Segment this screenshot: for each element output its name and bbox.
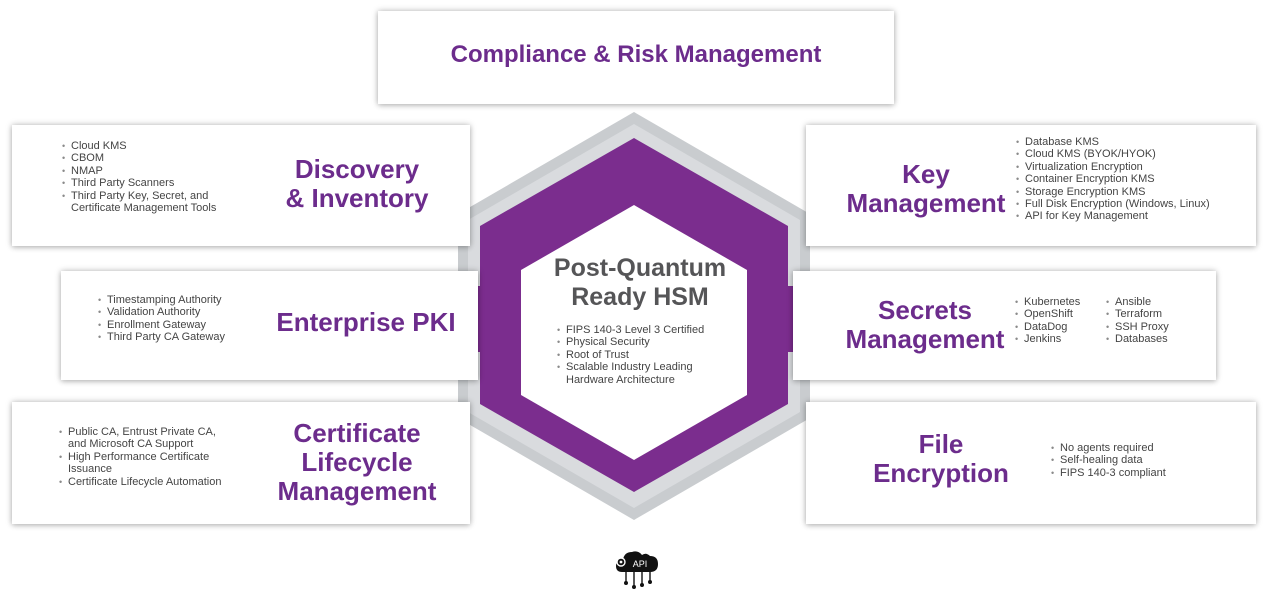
list-item: API for Key Management: [1016, 210, 1210, 223]
list-item: Terraform: [1106, 308, 1169, 321]
list-item: Third Party CA Gateway: [98, 331, 225, 344]
list-item: Virtualization Encryption: [1016, 161, 1210, 174]
list-item: Jenkins: [1015, 333, 1080, 346]
enterprise-pki-title: Enterprise PKI: [276, 307, 456, 337]
enterprise-pki-panel: Timestamping Authority Validation Author…: [61, 271, 478, 380]
list-item: Kubernetes: [1015, 296, 1080, 309]
secrets-panel: Secrets Management Kubernetes OpenShift …: [793, 271, 1216, 380]
certificate-panel: Public CA, Entrust Private CA, and Micro…: [12, 402, 470, 524]
compliance-panel: Compliance & Risk Management: [378, 11, 894, 104]
list-item: Scalable Industry Leading Hardware Archi…: [557, 361, 704, 386]
list-item: Public CA, Entrust Private CA, and Micro…: [59, 426, 221, 451]
key-management-panel: Key Management Database KMS Cloud KMS (B…: [806, 125, 1256, 246]
list-item: FIPS 140-3 compliant: [1051, 467, 1166, 480]
list-item: High Performance Certificate Issuance: [59, 451, 221, 476]
list-item: Self-healing data: [1051, 454, 1166, 467]
list-item: Certificate Lifecycle Automation: [59, 476, 221, 489]
list-item: SSH Proxy: [1106, 321, 1169, 334]
certificate-list: Public CA, Entrust Private CA, and Micro…: [59, 426, 221, 488]
certificate-title: Certificate Lifecycle Management: [277, 418, 437, 507]
list-item: Physical Security: [557, 336, 704, 349]
file-encryption-list: No agents required Self-healing data FIP…: [1051, 442, 1166, 480]
list-item: Timestamping Authority: [98, 294, 225, 307]
list-item: Databases: [1106, 333, 1169, 346]
list-item: Cloud KMS (BYOK/HYOK): [1016, 148, 1210, 161]
list-item: CBOM: [62, 152, 216, 165]
center-list: FIPS 140-3 Level 3 Certified Physical Se…: [557, 324, 704, 386]
discovery-title: Discovery & Inventory: [285, 154, 429, 214]
list-item: Ansible: [1106, 296, 1169, 309]
center-title: Post-Quantum Ready HSM: [553, 254, 727, 311]
file-encryption-panel: File Encryption No agents required Self-…: [806, 402, 1256, 524]
file-encryption-title: File Encryption: [873, 429, 1009, 489]
key-management-title: Key Management: [846, 159, 1006, 219]
list-item: Database KMS: [1016, 136, 1210, 149]
list-item: Enrollment Gateway: [98, 319, 225, 332]
list-item: Full Disk Encryption (Windows, Linux): [1016, 198, 1210, 211]
api-label: API: [633, 559, 648, 569]
list-item: Container Encryption KMS: [1016, 173, 1210, 186]
discovery-panel: Cloud KMS CBOM NMAP Third Party Scanners…: [12, 125, 470, 246]
cloud-api-icon: API: [612, 548, 662, 592]
list-item: Storage Encryption KMS: [1016, 186, 1210, 199]
secrets-title: Secrets Management: [845, 295, 1005, 355]
list-item: Third Party Scanners: [62, 177, 216, 190]
list-item: Cloud KMS: [62, 140, 216, 153]
key-management-list: Database KMS Cloud KMS (BYOK/HYOK) Virtu…: [1016, 136, 1210, 223]
list-item: No agents required: [1051, 442, 1166, 455]
secrets-list-col1: Kubernetes OpenShift DataDog Jenkins: [1015, 296, 1080, 346]
list-item: OpenShift: [1015, 308, 1080, 321]
enterprise-pki-list: Timestamping Authority Validation Author…: [98, 294, 225, 344]
list-item: DataDog: [1015, 321, 1080, 334]
list-item: Third Party Key, Secret, and Certificate…: [62, 190, 216, 215]
list-item: Root of Trust: [557, 349, 704, 362]
secrets-list-col2: Ansible Terraform SSH Proxy Databases: [1106, 296, 1169, 346]
compliance-title: Compliance & Risk Management: [450, 41, 822, 68]
discovery-list: Cloud KMS CBOM NMAP Third Party Scanners…: [62, 140, 216, 214]
list-item: FIPS 140-3 Level 3 Certified: [557, 324, 704, 337]
list-item: NMAP: [62, 165, 216, 178]
list-item: Validation Authority: [98, 306, 225, 319]
